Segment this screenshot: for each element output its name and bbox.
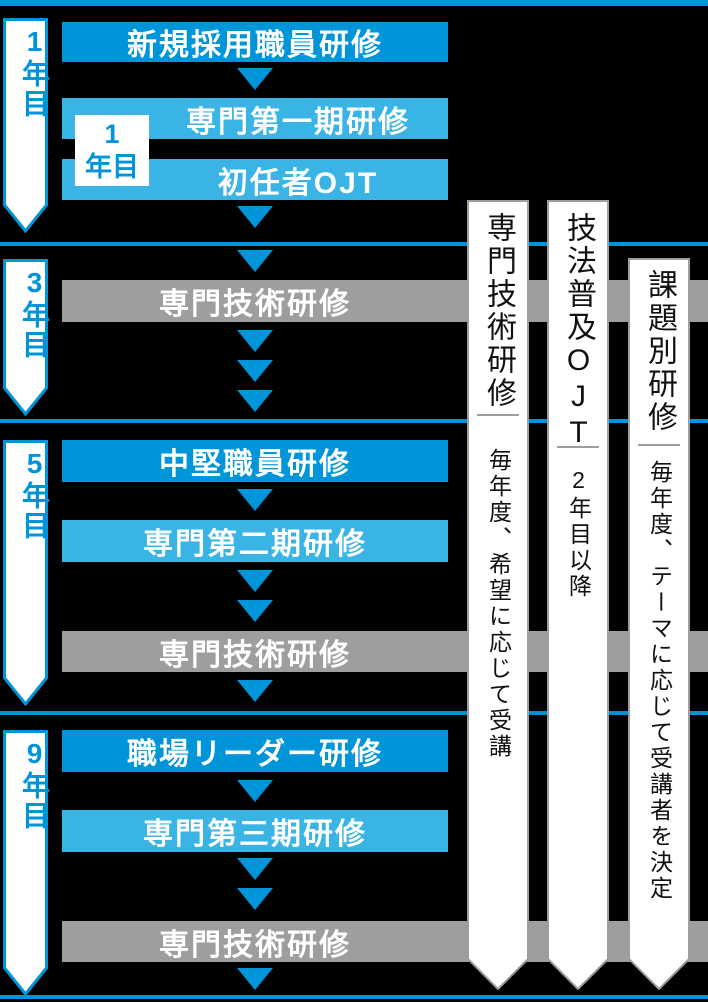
training-box-senmon-tech-y9: 専門技術研修 (62, 921, 708, 962)
ribbon-subtitle: 毎年度、テーマに応じて受講者を決定 (646, 460, 673, 902)
training-box-label: 専門技術研修 (159, 288, 351, 321)
year-marker-3: 3年目 (3, 259, 50, 416)
training-box-label: 専門第一期研修 (186, 105, 410, 139)
ribbon-subtitle: 毎年度、希望に応じて受講 (485, 448, 512, 760)
ribbon-senmon-tech-training: 専門技術研修 毎年度、希望に応じて受講 (467, 200, 529, 990)
year-separator-line-3 (0, 711, 708, 715)
training-box-label: 専門第三期研修 (143, 818, 367, 851)
down-arrow-icon (237, 600, 273, 622)
ribbon-title: 専門技術研修 (482, 212, 515, 410)
year-marker-label: 9年目 (19, 738, 50, 831)
down-arrow-icon (237, 780, 273, 802)
year-marker-label: 1年目 (19, 26, 50, 119)
ribbon-gihou-fukyuu-ojt: 技法普及OJT 2年目以降 (547, 200, 609, 990)
down-arrow-icon (237, 68, 273, 90)
training-box-senmon-period1: 専門第一期研修 (62, 98, 448, 139)
year1-badge-text: 年目 (85, 151, 139, 182)
training-box-workplace-leader: 職場リーダー研修 (62, 730, 448, 772)
year1-badge-number: 1 (104, 119, 120, 150)
training-box-label: 新規採用職員研修 (127, 29, 383, 62)
year1-badge: 1 年目 (75, 115, 149, 186)
down-arrow-icon (237, 360, 273, 382)
bottom-border-line (0, 995, 708, 999)
year-marker-arrow-shape (3, 259, 48, 416)
ribbon-divider (557, 446, 599, 448)
ribbon-shape (467, 200, 529, 990)
down-arrow-icon (237, 206, 273, 228)
ribbon-shape (628, 258, 690, 990)
down-arrow-icon (237, 570, 273, 592)
year-marker-1: 1年目 (3, 18, 50, 233)
training-box-senmon-tech-y3: 専門技術研修 (62, 280, 708, 322)
ribbon-divider (638, 444, 680, 446)
training-box-senmon-period2: 専門第二期研修 (62, 520, 448, 562)
training-box-label: 職場リーダー研修 (127, 738, 383, 771)
down-arrow-icon (237, 390, 273, 412)
training-box-label: 専門第二期研修 (143, 528, 367, 561)
ribbon-subtitle: 2年目以降 (565, 467, 592, 600)
year-marker-arrow-shape (3, 440, 48, 706)
down-arrow-icon (237, 489, 273, 511)
down-arrow-icon (237, 680, 273, 702)
top-border-line (0, 0, 708, 6)
down-arrow-icon (237, 888, 273, 910)
training-box-mid-career: 中堅職員研修 (62, 440, 448, 482)
training-box-label: 中堅職員研修 (159, 448, 351, 481)
training-box-first-year-ojt: 初任者OJT (62, 159, 448, 200)
year-marker-label: 3年目 (19, 267, 50, 360)
down-arrow-icon (237, 250, 273, 272)
training-box-senmon-period3: 専門第三期研修 (62, 810, 448, 852)
year-separator-line-1 (0, 242, 708, 246)
year-marker-label: 5年目 (19, 448, 50, 541)
ribbon-divider (477, 414, 519, 416)
ribbon-title: 課題別研修 (643, 269, 676, 434)
year-marker-arrow-shape (3, 730, 48, 996)
training-box-senmon-tech-y5: 専門技術研修 (62, 631, 708, 672)
down-arrow-icon (237, 330, 273, 352)
year-marker-5: 5年目 (3, 440, 50, 706)
year-separator-line-2 (0, 419, 708, 423)
training-box-label: 専門技術研修 (159, 638, 351, 672)
training-box-label: 初任者OJT (217, 166, 379, 200)
ribbon-shape (547, 200, 609, 990)
ribbon-title: 技法普及OJT (562, 212, 595, 452)
year-marker-arrow-shape (3, 18, 48, 233)
down-arrow-icon (237, 858, 273, 880)
training-box-new-employee: 新規採用職員研修 (62, 22, 448, 62)
ribbon-kadaibetsu-training: 課題別研修 毎年度、テーマに応じて受講者を決定 (628, 258, 690, 990)
year-marker-9: 9年目 (3, 730, 50, 996)
training-box-label: 専門技術研修 (159, 928, 351, 962)
down-arrow-icon (237, 968, 273, 990)
